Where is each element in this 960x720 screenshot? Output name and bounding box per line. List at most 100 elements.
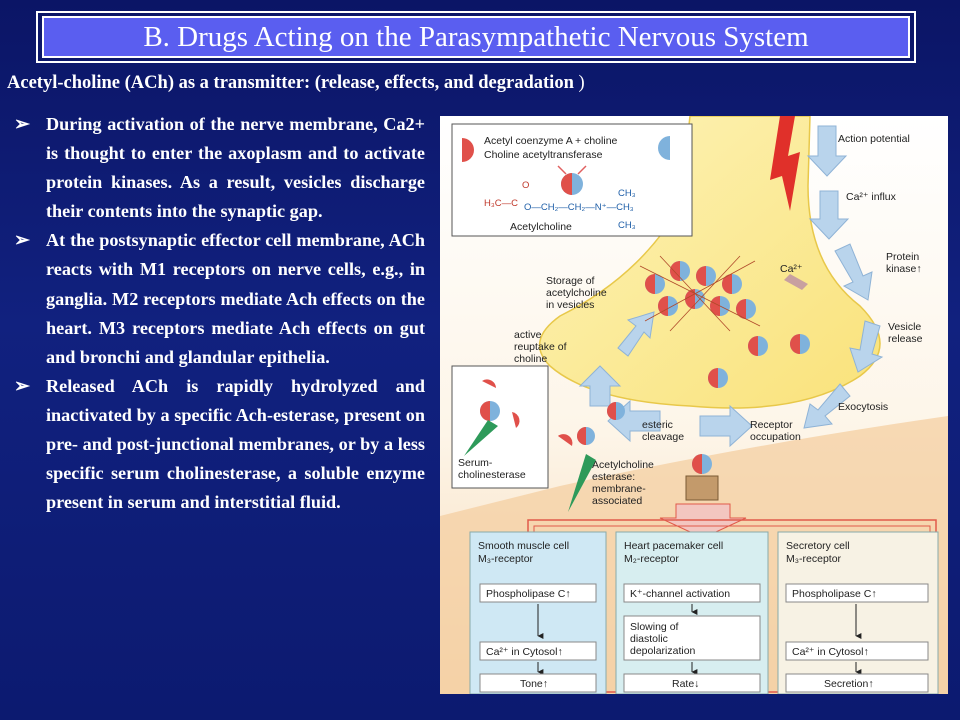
bullet-text: During activation of the nerve membrane,… [46,114,425,222]
col3-step2: Ca²⁺ in Cytosol↑ [792,646,869,658]
label-reuptake-3: choline [514,353,547,365]
col3-step2-box [785,641,929,661]
col2-step2-box [623,615,761,661]
vesicle [645,274,665,294]
col3-result: Secretion↑ [824,678,874,690]
vesicle [708,368,728,388]
vesicle [658,296,678,316]
label-ache-3: membrane- [592,483,646,495]
bullet-arrow-icon: ➢ [14,375,30,397]
col1-title: Smooth muscle cell [478,540,569,552]
vesicle [722,274,742,294]
bullet-arrow-icon: ➢ [14,114,30,135]
flow-arrow [699,404,753,448]
label-ca2: Ca²⁺ [780,263,802,275]
bullet-list: ➢ During activation of the nerve membran… [14,110,425,517]
col1-step1-box [479,583,597,603]
col3-result-box [785,673,929,693]
label-ache-2: esterase: [592,471,635,483]
acetylcholine-diagram: Acetyl coenzyme A + choline Choline acet… [440,116,948,694]
m-receptor-icon [685,475,719,501]
formula-o: O [522,180,529,191]
released-ach [558,402,712,474]
vesicle [670,261,690,281]
col3-receptor: M₃-receptor [786,553,842,565]
label-storage-3: in vesicles [546,299,594,311]
label-reuptake-2: reuptake of [514,341,567,353]
col3-step1-box [785,583,929,603]
synthesis-line-2: Choline acetyltransferase [484,149,603,161]
bullet-item: ➢ During activation of the nerve membran… [14,110,425,226]
cytoskeleton-lines [639,255,761,332]
col1-step2: Ca²⁺ in Cytosol↑ [486,646,563,658]
title-frame [36,11,916,63]
ca-entry-arrow [784,274,808,290]
vesicle [696,266,716,286]
bullet-item: ➢ Released ACh is rapidly hydrolyzed and… [14,372,425,517]
vesicle [790,334,810,354]
label-vesicle: Vesicle [888,321,921,333]
flow-arrow [834,243,873,301]
label-release: release [888,333,923,345]
acetate-fragment-icon [482,379,496,388]
label-protein: Protein [886,251,919,263]
label-serum-2: cholinesterase [458,469,526,481]
ach-molecule [577,427,595,445]
action-potential-bolt-icon [770,116,800,211]
effector-secretory [777,531,939,694]
col2-title: Heart pacemaker cell [624,540,723,552]
col2-step1: K⁺-channel activation [630,588,730,600]
col1-receptor: M₃-receptor [478,553,534,565]
label-storage-2: acetylcholine [546,287,607,299]
label-action-potential: Action potential [838,133,910,145]
subtitle-close: ) [573,73,585,93]
col2-result: Rate↓ [672,678,699,690]
synthesis-line-1: Acetyl coenzyme A + choline [484,135,618,147]
col2-step1-box [623,583,761,603]
vesicle-cluster [639,255,810,388]
flow-arrow [578,365,622,407]
label-ache-4: associated [592,495,642,507]
col2-result-box [623,673,761,693]
col3-step1: Phospholipase C↑ [792,588,877,600]
ach-molecule [692,454,712,474]
label-ache-1: Acetylcholine [592,459,654,471]
label-storage-1: Storage of [546,275,595,287]
acetylcholine-molecule-half [561,173,572,195]
acetate-fragment-icon [558,434,573,446]
flow-arrow [806,125,848,177]
choline-half-icon [658,136,670,160]
flow-arrow [803,383,851,429]
flow-arrow [617,311,655,357]
formula-left: H₃C—C [484,198,518,209]
label-reuptake-1: active [514,329,542,341]
effector-arrow [659,503,747,539]
label-esteric: esteric [642,419,673,431]
serum-molecule-half [480,401,490,421]
title-box: B. Drugs Acting on the Parasympathetic N… [42,16,910,58]
col3-title: Secretory cell [786,540,850,552]
acetyl-half-icon [462,138,474,162]
formula-ch3-bottom: CH₃ [618,220,636,231]
formula-chain: O—CH₂—CH₂—N⁺—CH₃ [524,202,634,213]
nerve-terminal [538,116,881,409]
subtitle-main: Acetyl-choline (ACh) as a transmitter: (… [7,73,574,93]
ach-molecule [607,402,625,420]
label-occupation: occupation [750,431,801,443]
vesicle [736,299,756,319]
arrow-in-right [577,165,587,175]
label-receptor: Receptor [750,419,793,431]
acetate-fragment-icon [512,412,520,428]
col1-step2-box [479,641,597,661]
slide-subtitle: Acetyl-choline (ACh) as a transmitter: (… [7,73,585,94]
label-serum-1: Serum- [458,457,493,469]
flow-arrows [578,125,884,448]
membrane-esterase-icon [568,454,596,512]
label-ca-influx: Ca²⁺ influx [846,191,897,203]
serum-enzyme-icon [464,420,498,456]
formula-ch3-top: CH₃ [618,188,636,199]
col2-receptor: M₂-receptor [624,553,679,565]
acetylcholine-name: Acetylcholine [510,221,572,233]
vesicle [685,289,705,309]
col1-result: Tone↑ [520,678,548,690]
